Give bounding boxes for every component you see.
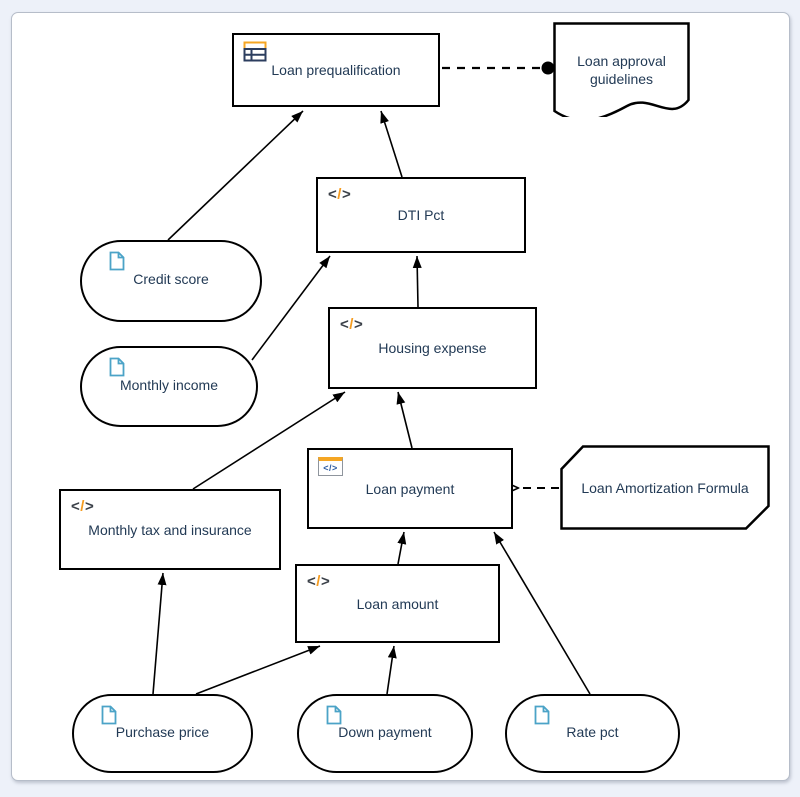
document-icon [101, 705, 117, 725]
document-icon [326, 705, 342, 725]
node-housing-expense[interactable]: </> Housing expense [328, 307, 537, 389]
node-rate-pct[interactable]: Rate pct [505, 694, 680, 773]
node-loan-amortization-formula[interactable]: Loan Amortization Formula [560, 445, 770, 530]
node-label: Credit score [133, 271, 209, 287]
node-loan-amount[interactable]: </> Loan amount [295, 564, 500, 643]
business-knowledge-model-shape [560, 445, 770, 530]
node-label: Loan amount [356, 595, 439, 612]
document-icon [109, 251, 125, 271]
node-purchase-price[interactable]: Purchase price [72, 694, 253, 773]
node-down-payment[interactable]: Down payment [297, 694, 473, 773]
code-icon: </> [340, 316, 364, 333]
node-loan-prequalification[interactable]: Loan prequalification [232, 33, 440, 107]
node-label: Loan payment [365, 480, 455, 497]
node-label: Loan Amortization Formula [581, 479, 749, 496]
node-monthly-tax-and-insurance[interactable]: </> Monthly tax and insurance [59, 489, 281, 570]
node-label: Purchase price [115, 723, 210, 740]
decision-table-icon [243, 41, 267, 62]
node-label: Loan approval guidelines [577, 52, 666, 87]
node-label: Monthly tax and insurance [88, 521, 252, 538]
code-icon: </> [328, 186, 352, 203]
node-monthly-income[interactable]: Monthly income [80, 346, 258, 427]
boxed-code-icon: </> [318, 457, 343, 476]
node-dti-pct[interactable]: </> DTI Pct [316, 177, 526, 253]
document-icon [109, 357, 125, 377]
code-icon: </> [71, 498, 95, 515]
node-label: Housing expense [378, 340, 487, 356]
node-label: Loan prequalification [271, 62, 401, 78]
document-icon [534, 705, 550, 725]
node-label: Down payment [338, 723, 432, 740]
node-loan-approval-guidelines[interactable]: Loan approval guidelines [553, 22, 690, 117]
node-label: Rate pct [566, 723, 619, 740]
node-label: Monthly income [119, 376, 219, 393]
code-icon: </> [307, 573, 331, 590]
knowledge-source-shape [553, 22, 690, 117]
node-loan-payment[interactable]: </> Loan payment [307, 448, 513, 529]
node-credit-score[interactable]: Credit score [80, 240, 262, 322]
node-label: DTI Pct [397, 207, 445, 223]
